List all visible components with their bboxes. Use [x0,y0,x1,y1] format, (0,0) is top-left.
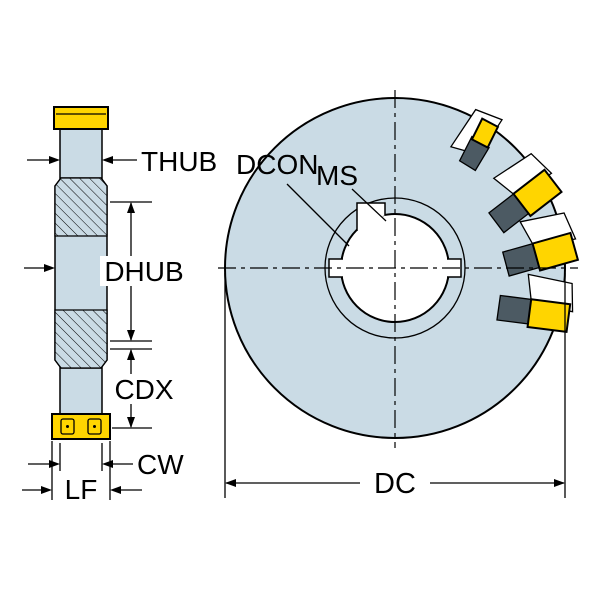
arrowhead [41,486,52,494]
insert-station-middle [501,212,580,277]
arrowhead [127,349,135,360]
arrowhead [110,486,121,494]
arrowhead [127,330,135,341]
label-ms: MS [316,160,358,191]
dim-dhub: DHUB [100,201,188,342]
arrowhead [49,156,60,164]
arrowhead [225,479,236,487]
dim-label-cdx: CDX [114,374,173,405]
arrowhead [44,264,55,272]
arrowhead [49,460,60,468]
insert [526,298,572,334]
dim-label-dhub: DHUB [104,256,183,287]
insert [531,231,580,272]
screw-dot-right [93,425,96,428]
arrowhead [127,202,135,213]
front-view: DCON MS DC [218,90,580,500]
dim-dc: DC [224,273,566,500]
dim-label-dc: DC [374,468,416,500]
insert-station-partial [449,108,504,172]
dim-label-thub: THUB [141,146,217,177]
insert-station-upper [488,152,563,234]
side-hub-hatch-bottom [54,309,108,369]
dim-cdx: CDX [108,348,180,429]
chip-gullet-notch [492,152,553,198]
arrowhead [102,156,113,164]
side-insert-top [53,106,109,130]
keyway [356,202,386,231]
screw-dot-left [66,425,69,428]
arrowhead [554,479,565,487]
label-mask [100,256,188,286]
dim-label-cw: CW [137,449,184,480]
label-dcon: DCON [236,149,318,180]
ms-leader-line [351,188,387,222]
insert [512,168,563,218]
side-view: THUB DHUB CDX [22,106,217,505]
label-mask [108,374,180,404]
side-hub-hatch-top [54,177,108,237]
arrowhead [102,460,113,468]
dim-label-lf: LF [65,474,98,505]
axis-arrow [24,264,55,272]
dcon-leader-line [286,183,350,247]
arrowhead [127,417,135,428]
insert [470,117,500,149]
dim-thub: THUB [27,146,217,177]
insert-station-lower [496,273,574,334]
dim-lf: LF [22,441,142,505]
